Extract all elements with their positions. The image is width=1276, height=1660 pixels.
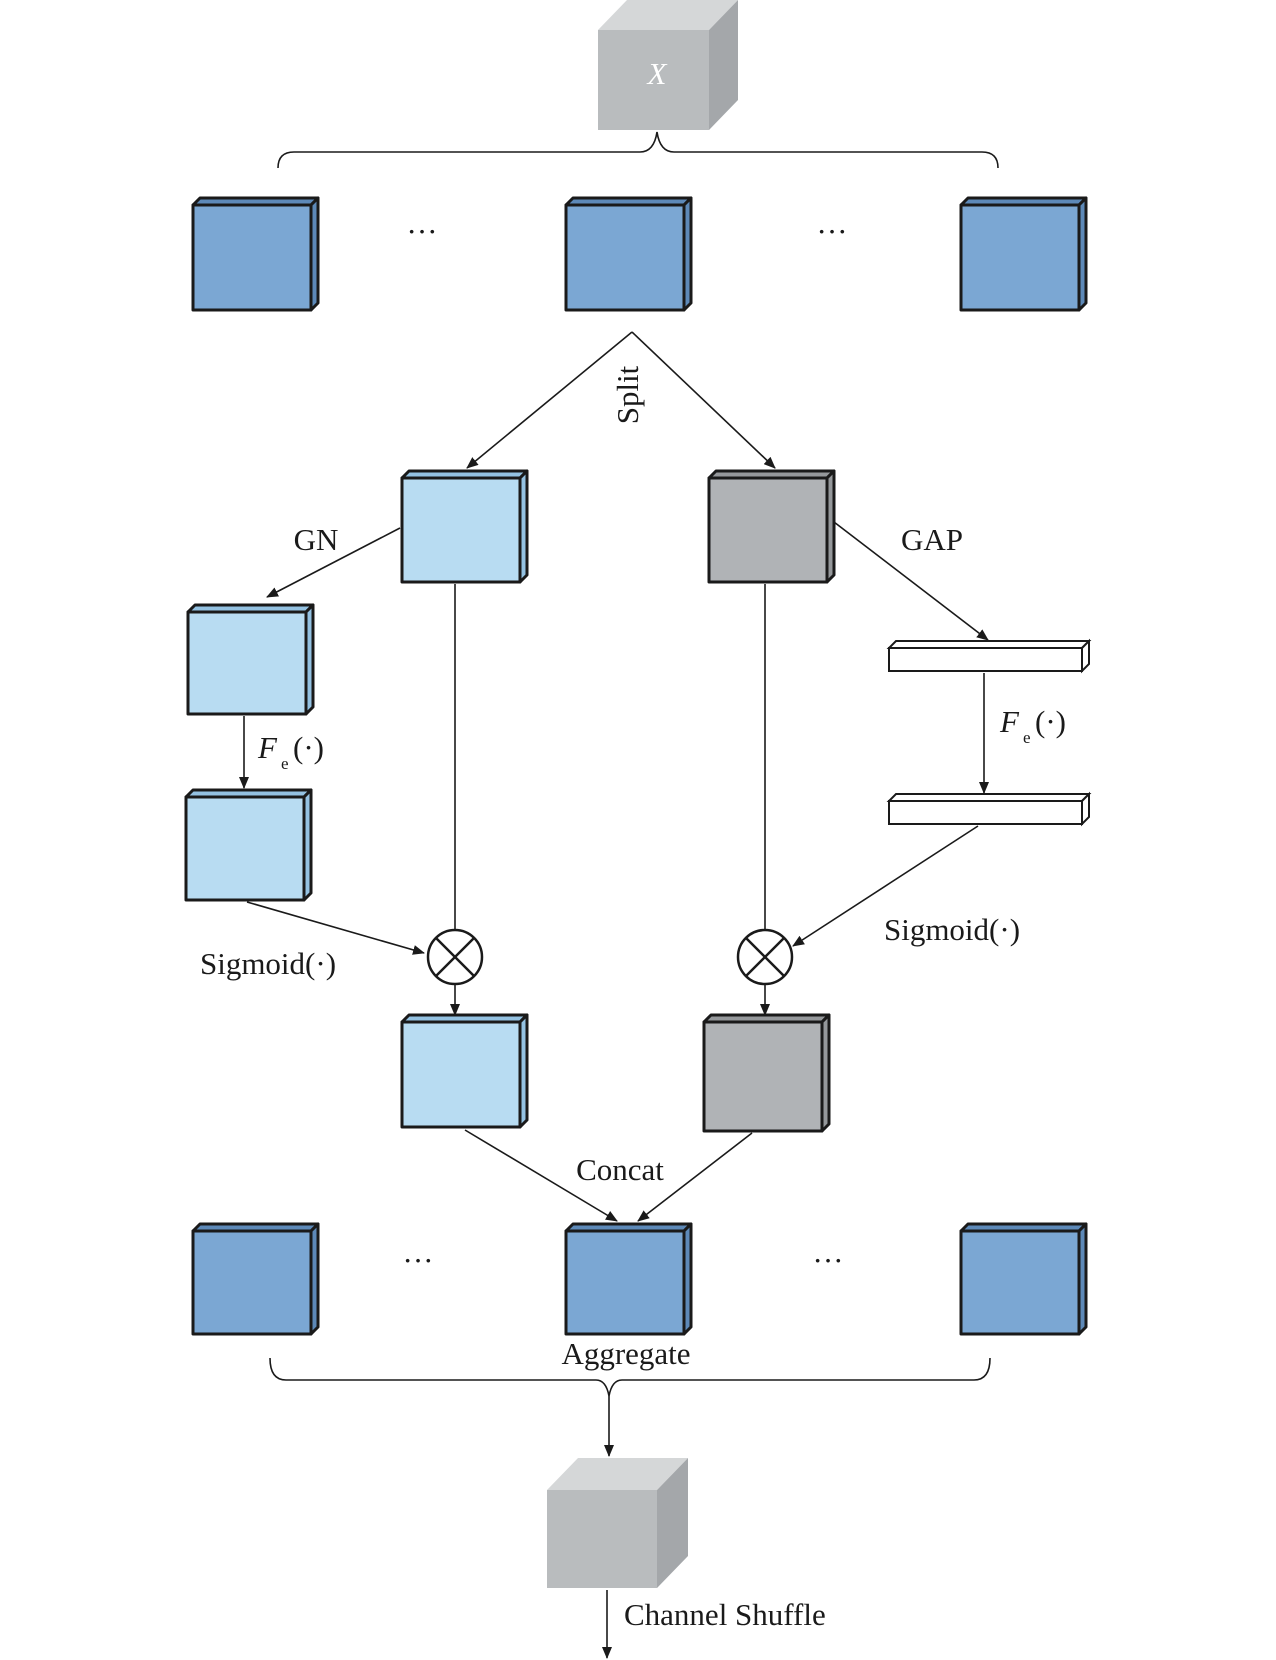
spatial-output <box>400 1013 529 1129</box>
sigmoid-label-right: Sigmoid(·) <box>884 912 1020 947</box>
concat-arrow-left <box>464 1129 618 1222</box>
gn-arrow <box>266 527 401 598</box>
split-arrow-right <box>631 331 776 469</box>
input-label: X <box>646 56 668 91</box>
concat-arrow-right <box>637 1132 753 1222</box>
bottom-group-1 <box>191 1222 320 1336</box>
channel-output <box>702 1013 831 1133</box>
gn-label: GN <box>294 522 339 557</box>
top-ellipsis-left: ··· <box>407 214 438 249</box>
channel-shuffle-label: Channel Shuffle <box>624 1597 826 1632</box>
sigmoid-arrow-right <box>792 825 979 947</box>
gn-output <box>186 603 315 716</box>
fe-sub-left: e <box>281 754 289 773</box>
top-group-3 <box>959 196 1088 312</box>
channel-branch-input <box>707 469 836 584</box>
top-split-brace <box>277 131 999 169</box>
multiply-node-left <box>426 928 484 986</box>
fe-base-right: F <box>999 704 1020 739</box>
input-tensor-x: X <box>598 0 738 130</box>
multiply-node-right <box>736 928 794 986</box>
gap-label: GAP <box>901 522 963 557</box>
fe-vector-right <box>886 791 1092 827</box>
top-ellipsis-right: ··· <box>817 214 848 249</box>
gap-vector <box>886 638 1092 674</box>
bottom-group-3 <box>959 1222 1088 1336</box>
fe-args-right: (·) <box>1035 704 1066 739</box>
fe-base-left: F <box>257 730 278 765</box>
fe-label-right: F e (·) <box>999 704 1066 747</box>
fe-label-left: F e (·) <box>257 730 324 773</box>
concat-label: Concat <box>576 1152 664 1187</box>
sigmoid-label-left: Sigmoid(·) <box>200 946 336 981</box>
split-arrow-left <box>466 331 633 469</box>
aggregate-label: Aggregate <box>561 1336 690 1371</box>
bottom-ellipsis-right: ··· <box>813 1243 844 1278</box>
split-label: Split <box>610 365 645 424</box>
bottom-group-2 <box>564 1222 693 1336</box>
sigmoid-arrow-left <box>246 901 425 955</box>
bottom-ellipsis-left: ··· <box>403 1243 434 1278</box>
fe-args-left: (·) <box>293 730 324 765</box>
output-tensor <box>547 1458 688 1588</box>
fe-sub-right: e <box>1023 728 1031 747</box>
gap-arrow <box>833 521 989 641</box>
spatial-branch-input <box>400 469 529 584</box>
top-group-1 <box>191 196 320 312</box>
fe-output-left <box>184 788 313 902</box>
top-group-2 <box>564 196 693 312</box>
